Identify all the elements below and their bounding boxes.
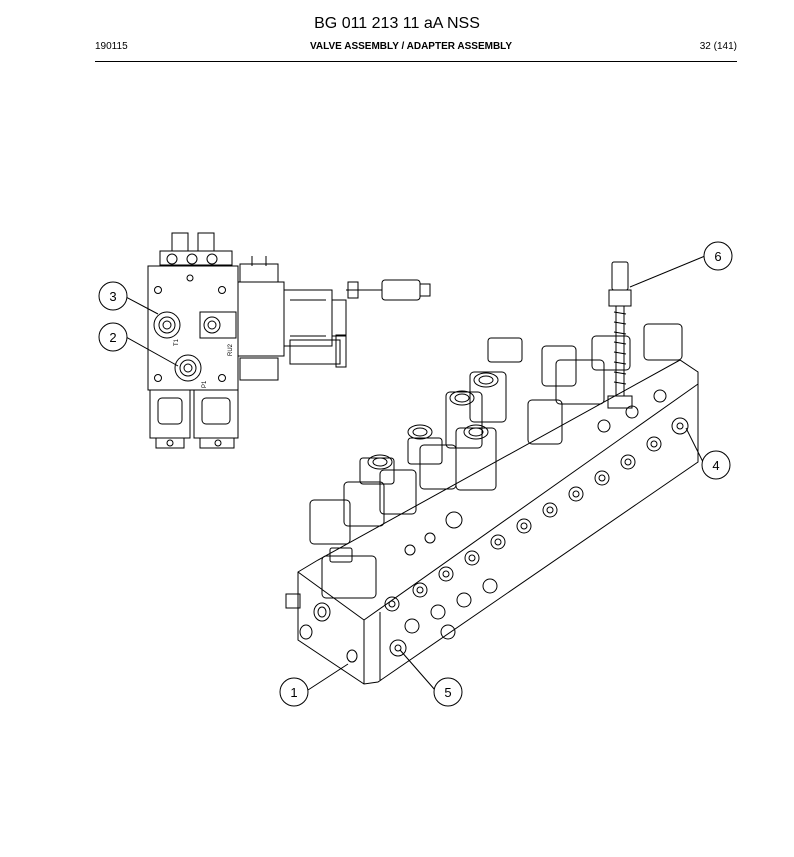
document-number: 190115 bbox=[95, 41, 128, 52]
fittings-row bbox=[384, 389, 689, 657]
callout-2-label: 2 bbox=[109, 330, 116, 345]
callout-3[interactable]: 3 bbox=[98, 281, 128, 311]
solenoid-bank bbox=[309, 323, 683, 599]
callout-4-label: 4 bbox=[712, 458, 719, 473]
header-rule bbox=[95, 61, 737, 62]
section-title: VALVE ASSEMBLY / ADAPTER ASSEMBLY bbox=[309, 41, 513, 52]
port-label-t1: T1 bbox=[174, 338, 180, 346]
page-number: 32 (141) bbox=[699, 41, 737, 52]
callout-6-label: 6 bbox=[714, 249, 721, 264]
callout-2[interactable]: 2 bbox=[98, 322, 128, 352]
callout-3-label: 3 bbox=[109, 289, 116, 304]
callout-leaders bbox=[125, 255, 706, 691]
callout-5[interactable]: 5 bbox=[433, 677, 463, 707]
port-label-p1: P1 bbox=[202, 380, 208, 388]
pressure-sensor bbox=[607, 261, 633, 409]
valve-assembly bbox=[285, 261, 699, 685]
document-title: BG 011 213 11 aA NSS bbox=[314, 15, 480, 32]
adapter-assembly: T1 P1 RU2 bbox=[147, 232, 431, 449]
callout-6[interactable]: 6 bbox=[703, 241, 733, 271]
callout-5-label: 5 bbox=[444, 685, 451, 700]
callout-1[interactable]: 1 bbox=[279, 677, 309, 707]
callout-1-label: 1 bbox=[290, 685, 297, 700]
port-label-ru2: RU2 bbox=[228, 343, 234, 356]
callout-4[interactable]: 4 bbox=[701, 450, 731, 480]
